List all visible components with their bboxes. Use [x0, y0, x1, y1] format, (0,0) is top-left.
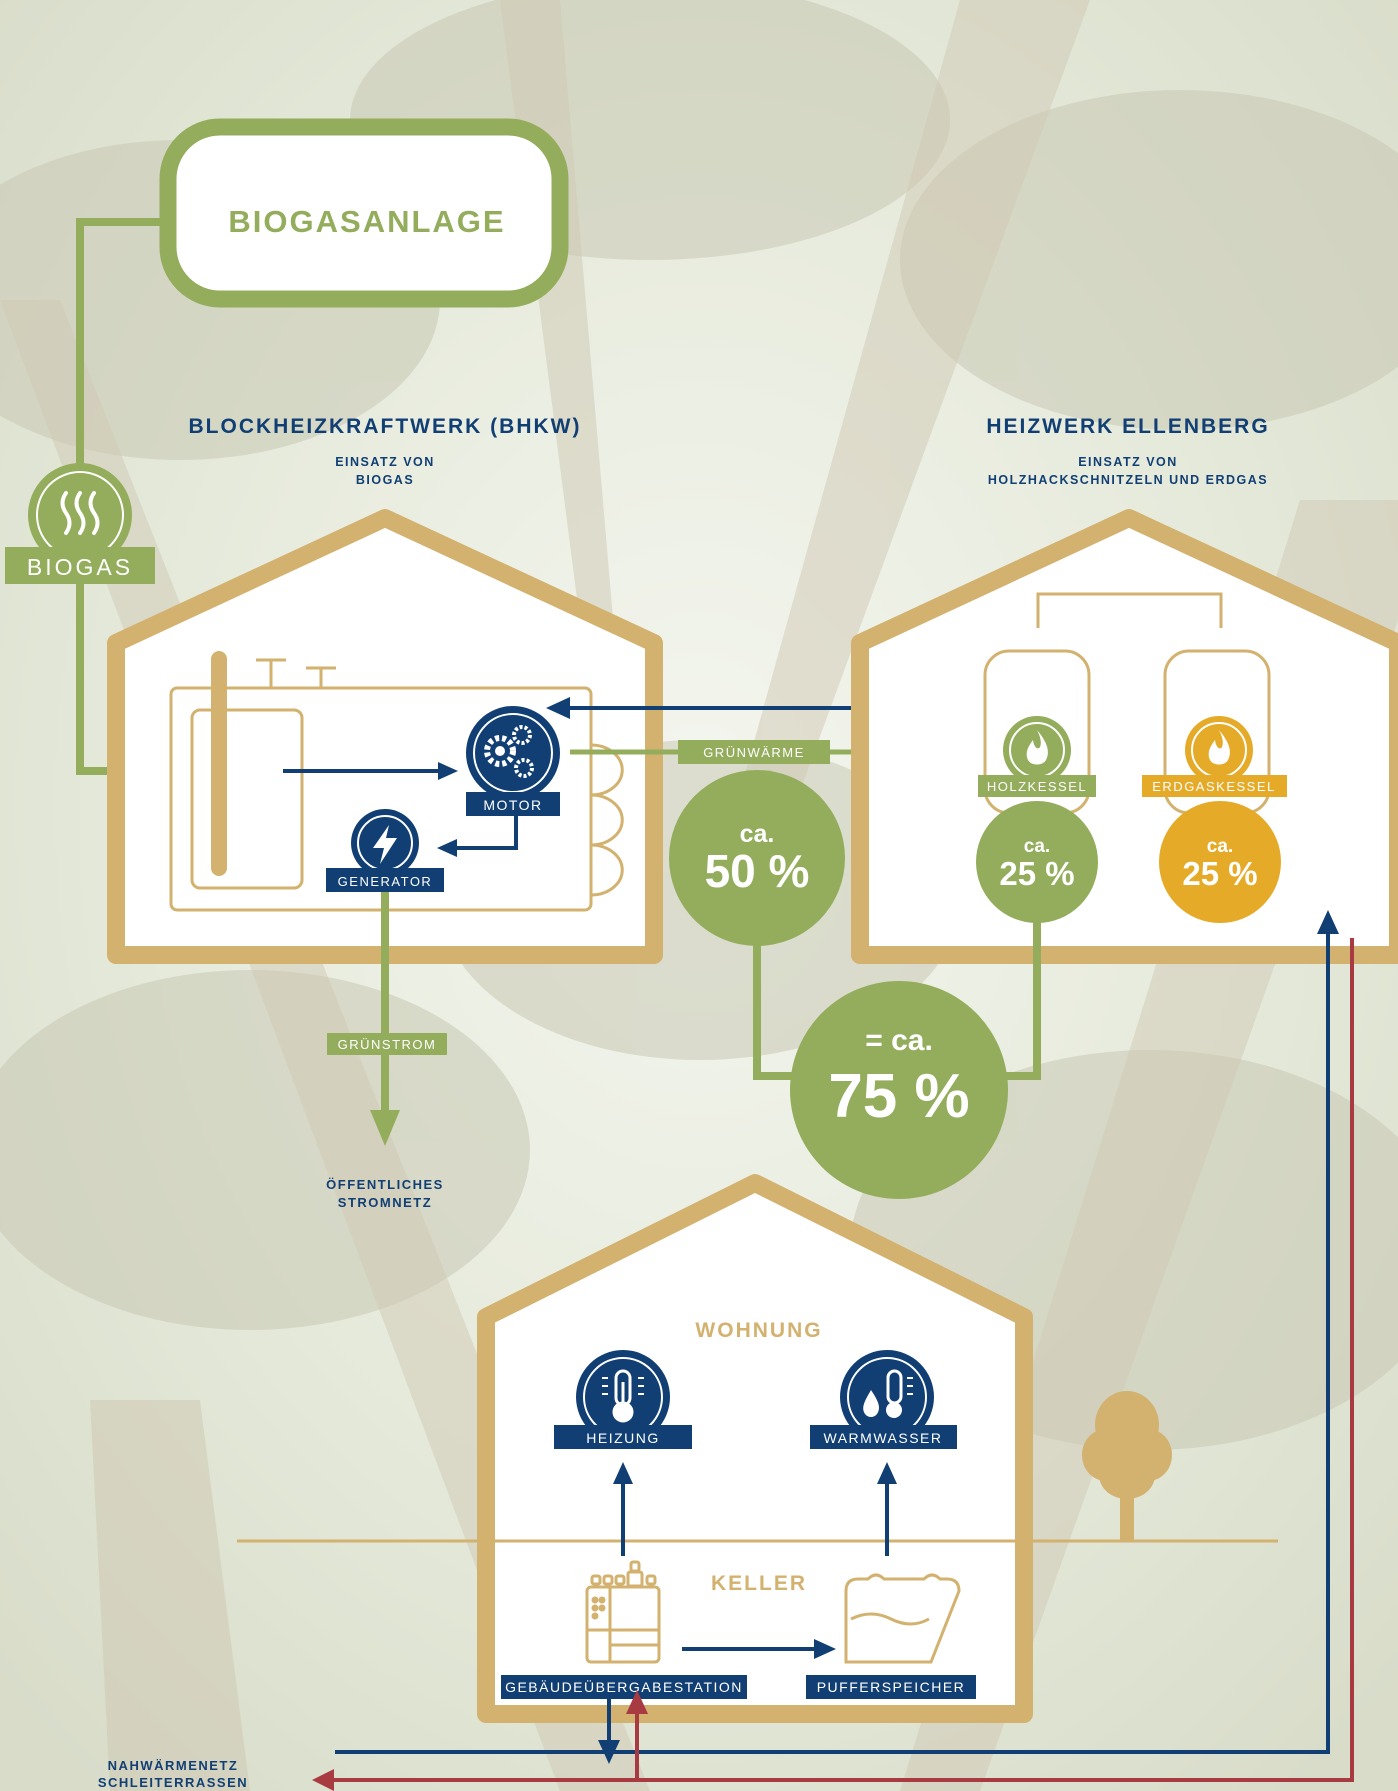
- bhkw-house: [107, 509, 663, 964]
- station-to-speicher-arrowhead: [814, 1639, 836, 1659]
- heizung-label: HEIZUNG: [586, 1430, 660, 1446]
- heizwerk-subtitle-1: EINSATZ VON: [1078, 455, 1178, 469]
- water-drop-thermometer-icon: [863, 1369, 913, 1418]
- share-gas-value: 25 %: [1182, 855, 1257, 892]
- heizwerk-house: [851, 509, 1398, 964]
- heizung-badge: HEIZUNG: [554, 1350, 692, 1449]
- return-network-arrowhead: [312, 1769, 334, 1791]
- biogas-badge: BIOGAS: [5, 463, 155, 584]
- share-total-ca: = ca.: [865, 1024, 933, 1057]
- share-gas-circle: ca. 25 %: [1159, 801, 1281, 923]
- station-icon: [585, 1560, 661, 1664]
- stromnetz-label-1: ÖFFENTLICHES: [326, 1177, 444, 1192]
- flame-icon-holz: [1026, 730, 1048, 765]
- bhkw-title: BLOCKHEIZKRAFTWERK (BHKW): [189, 415, 582, 438]
- lightning-icon: [373, 825, 397, 864]
- erdgaskessel-badge: ERDGASKESSEL: [1142, 716, 1287, 797]
- gruenstrom-label: GRÜNSTROM: [338, 1037, 437, 1052]
- share-bhkw-value: 50 %: [705, 845, 810, 897]
- warmwasser-label: WARMWASSER: [824, 1430, 943, 1446]
- heat-to-motor-arrowhead: [438, 762, 458, 780]
- station-label: GEBÄUDEÜBERGABESTATION: [505, 1678, 743, 1695]
- heizwerk-subtitle-2: HOLZHACKSCHNITZELN UND ERDGAS: [988, 473, 1268, 487]
- share-total-value: 75 %: [828, 1062, 969, 1131]
- motor-label: MOTOR: [483, 797, 542, 813]
- share-total-circle: = ca. 75 %: [790, 981, 1008, 1199]
- gruenstrom-arrowhead: [370, 1110, 400, 1146]
- exhaust-pipe: [211, 651, 227, 876]
- thermometer-icon: [602, 1369, 644, 1423]
- biogasanlage-title: BIOGASANLAGE: [228, 204, 505, 239]
- gears-icon: [484, 725, 534, 778]
- heizung-up-arrowhead: [613, 1462, 633, 1484]
- wohnhaus-house: [477, 1174, 1033, 1723]
- wohnung-label: WOHNUNG: [695, 1319, 822, 1342]
- holzkessel-badge: HOLZKESSEL: [978, 716, 1096, 797]
- return-arrowhead: [546, 697, 570, 719]
- motor-to-generator-arrowhead: [437, 839, 457, 857]
- generator-badge: GENERATOR: [326, 809, 444, 892]
- share-bhkw-circle: ca. 50 %: [669, 770, 845, 946]
- generator-label: GENERATOR: [338, 874, 433, 889]
- return-up-arrowhead: [626, 1690, 648, 1714]
- bhkw-subtitle-1: EINSATZ VON: [335, 455, 435, 469]
- supply-down-arrowhead: [598, 1740, 620, 1764]
- share-bhkw-ca: ca.: [740, 820, 775, 848]
- share-holz-ca: ca.: [1024, 836, 1050, 857]
- share-holz-value: 25 %: [999, 855, 1074, 892]
- biogasanlage-box: BIOGASANLAGE: [159, 118, 569, 308]
- erdgaskessel-label: ERDGASKESSEL: [1152, 779, 1276, 794]
- warmwasser-up-arrowhead: [877, 1462, 897, 1484]
- supply-line: [335, 930, 1330, 1754]
- speicher-label: PUFFERSPEICHER: [817, 1679, 966, 1695]
- keller-label: KELLER: [711, 1572, 807, 1595]
- bhkw-subtitle-2: BIOGAS: [356, 473, 414, 487]
- gruenwaerme-label: GRÜNWÄRME: [703, 745, 805, 760]
- warmwasser-badge: WARMWASSER: [810, 1350, 957, 1449]
- tree-icon: [1082, 1391, 1172, 1542]
- motor-to-generator-arrow: [455, 810, 518, 850]
- share-gas-ca: ca.: [1207, 836, 1233, 857]
- flame-icon-erdgas: [1208, 730, 1230, 765]
- biogas-label: BIOGAS: [27, 554, 133, 580]
- stromnetz-label-2: STROMNETZ: [338, 1195, 432, 1210]
- return-network-line: [330, 938, 1354, 1782]
- buffer-tank-icon: [844, 1573, 961, 1664]
- motor-badge: MOTOR: [466, 706, 560, 816]
- nahwaerme-label-1: NAHWÄRMENETZ: [108, 1758, 239, 1773]
- heizwerk-title: HEIZWERK ELLENBERG: [986, 415, 1269, 438]
- nahwaerme-label-2: SCHLEITERRASSEN: [98, 1775, 248, 1790]
- holzkessel-label: HOLZKESSEL: [987, 779, 1087, 794]
- share-holz-circle: ca. 25 %: [976, 801, 1098, 923]
- steam-icon: [60, 491, 100, 535]
- supply-arrowhead: [1317, 910, 1339, 934]
